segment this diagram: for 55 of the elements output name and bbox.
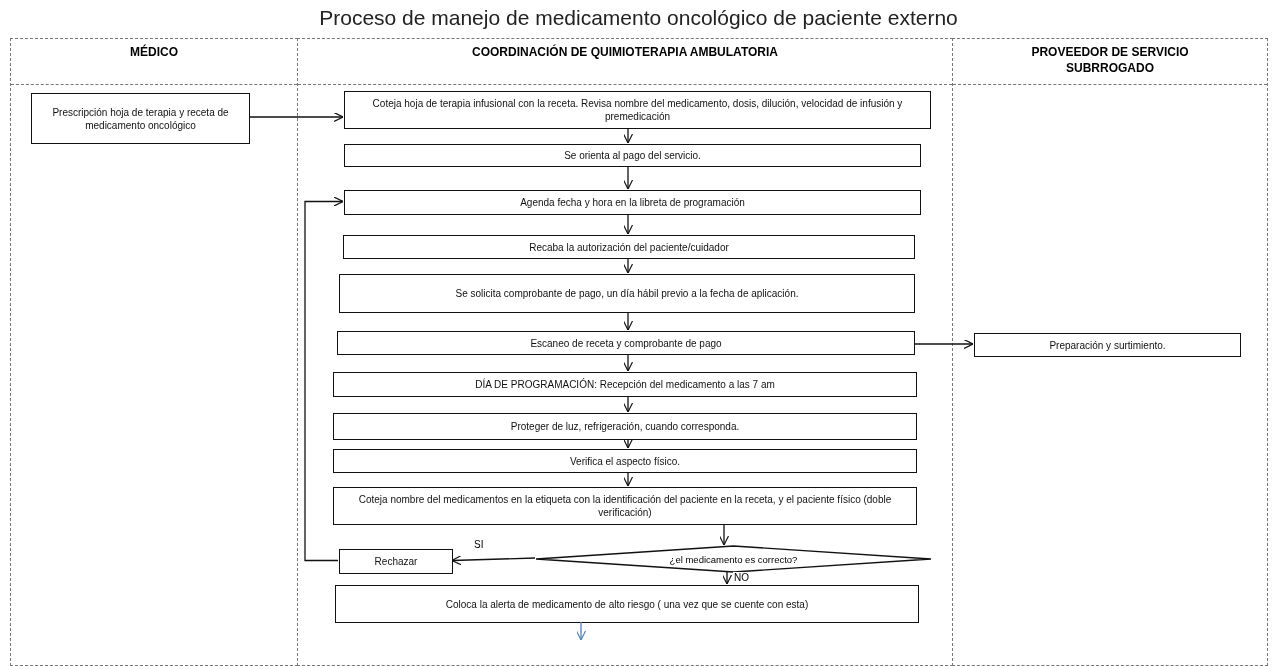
process-box [974, 333, 1241, 357]
process-box [339, 549, 453, 574]
arrow [622, 353, 634, 372]
swimlane [952, 38, 1268, 666]
step-text: Se orienta al pago del servicio. [564, 149, 701, 162]
step-text: Recaba la autorización del paciente/cuidador [529, 240, 729, 254]
process-box [344, 144, 921, 167]
step-text: Proteger de luz, refrigeración, cuando corresponda. [510, 420, 740, 433]
swimlane [10, 38, 298, 666]
step-text: Coteja nombre del medicamentos en la etiqueta con la identificación del paciente en la receta, y el paciente físico (doble verificación) [357, 493, 893, 519]
lane-heading: COORDINACIÓN DE QUIMIOTERAPIA AMBULATORIA [472, 45, 778, 61]
step-text: Preparación y surtimiento. [1049, 338, 1166, 352]
step-text: Coloca la alerta de medicamento de alto riesgo ( una vez que se cuente con esta) [445, 597, 809, 611]
arrow [575, 621, 587, 641]
process-box [343, 235, 915, 259]
arrow [451, 555, 536, 566]
step-text: Rechazar [374, 555, 418, 568]
process-box [31, 93, 250, 144]
process-box [333, 487, 917, 525]
arrow [622, 257, 634, 274]
step-text: Coteja hoja de terapia infusional con la receta. Revisa nombre del medicamento, dosis, dilución, velocidad de infusión y premedicación [371, 97, 904, 123]
process-box [335, 585, 919, 623]
step-text: Agenda fecha y hora en la libreta de programación [520, 196, 745, 209]
step-text: Se solicita comprobante de pago, un día hábil previo a la fecha de aplicación. [455, 287, 799, 300]
arrow [622, 127, 634, 144]
decision-text: ¿el medicamento es correcto? [669, 553, 798, 565]
arrow [718, 523, 730, 546]
process-box [337, 331, 915, 355]
arrow [248, 111, 344, 123]
decision-diamond [536, 546, 931, 572]
arrow [622, 438, 634, 449]
diagram-title: Proceso de manejo de medicamento oncológico de paciente externo [318, 6, 959, 30]
arrow [913, 338, 974, 350]
arrow [721, 570, 733, 585]
step-text: Escaneo de receta y comprobante de pago [530, 336, 722, 350]
step-text: Prescripción hoja de terapia y receta de medicamento oncológico [51, 105, 230, 132]
swimlane [297, 38, 953, 666]
lane-heading: MÉDICO [130, 45, 178, 61]
arrow [622, 471, 634, 487]
process-box [344, 190, 921, 215]
lane-heading: PROVEEDOR DE SERVICIO SUBRROGADO [1030, 45, 1190, 77]
process-box [339, 274, 915, 313]
process-box [344, 91, 931, 129]
arrow [622, 395, 634, 413]
arrow [304, 196, 344, 562]
process-box [333, 413, 917, 440]
arrow [622, 165, 634, 190]
arrow [622, 311, 634, 331]
edge-label: NO [733, 572, 750, 584]
step-text: DÍA DE PROGRAMACIÓN: Recepción del medicamento a las 7 am [475, 378, 775, 391]
step-text: Verifica el aspecto físico. [569, 454, 681, 468]
process-box [333, 449, 917, 473]
process-box [333, 372, 917, 397]
arrow [622, 213, 634, 235]
edge-label: SI [473, 539, 485, 551]
